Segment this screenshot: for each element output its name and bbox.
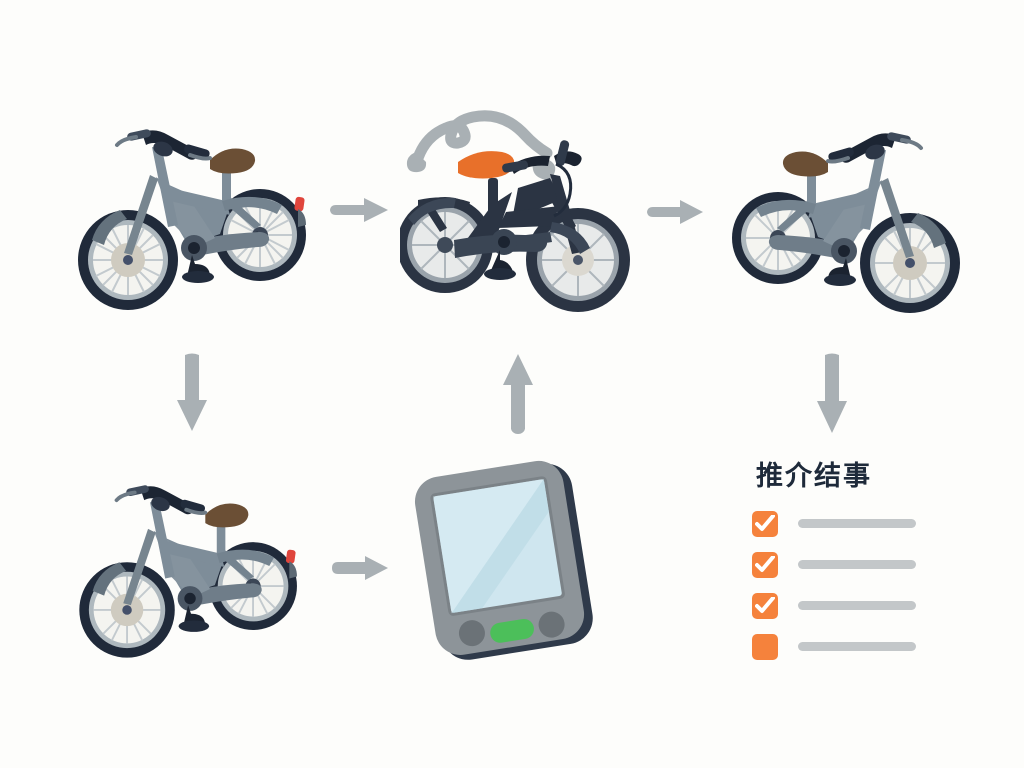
checkbox-unchecked-4[interactable]: [752, 633, 778, 660]
arrow-down-bike1-to-scan: [172, 352, 212, 434]
checkbox-checked-1[interactable]: [752, 510, 778, 537]
arrow-down-bike3-to-checklist: [812, 352, 852, 436]
arrow-right-bike2-to-bike3: [645, 200, 705, 236]
checklist-line-3: [798, 601, 916, 611]
checklist-item-4[interactable]: [752, 633, 1002, 661]
bike-graphic: [79, 485, 297, 658]
bicycle-gray-brown-saddle-mirrored: [718, 108, 968, 328]
bike-graphic: [732, 132, 960, 313]
check-icon: [755, 596, 775, 613]
bike-graphic: [397, 110, 630, 312]
arrow-right-icon: [647, 200, 703, 224]
checklist-title: 推介结事: [756, 461, 872, 491]
checkbox-checked-3[interactable]: [752, 592, 778, 619]
bicycle-dark-orange-saddle: [397, 100, 650, 320]
arrow-down-icon: [817, 353, 847, 433]
arrow-up-device-to-bike2: [498, 352, 538, 436]
checkbox-checked-2[interactable]: [752, 551, 778, 578]
checklist-panel: 推介结事: [752, 461, 1002, 674]
bike-graphic: [78, 129, 306, 310]
arrow-right-icon: [330, 198, 388, 222]
handheld-scanner-tablet: [405, 458, 620, 663]
checklist-item-2[interactable]: [752, 551, 1002, 579]
check-icon: [755, 555, 775, 572]
arrow-right-bike4-to-device: [330, 556, 390, 590]
checklist-line-1: [798, 519, 916, 529]
bicycle-gray-brown-saddle-copy: [66, 462, 316, 672]
bicycle-gray-brown-saddle: [70, 105, 320, 325]
checklist-line-4: [798, 642, 916, 652]
checklist-line-2: [798, 560, 916, 570]
checklist-item-3[interactable]: [752, 592, 1002, 620]
device-graphic: [414, 460, 593, 660]
checklist-item-1[interactable]: [752, 510, 1002, 538]
arrow-right-bike1-to-bike2: [328, 198, 390, 234]
arrow-down-icon: [177, 353, 207, 431]
check-icon: [755, 514, 775, 531]
arrow-right-icon: [332, 556, 388, 580]
arrow-up-icon: [503, 354, 533, 434]
